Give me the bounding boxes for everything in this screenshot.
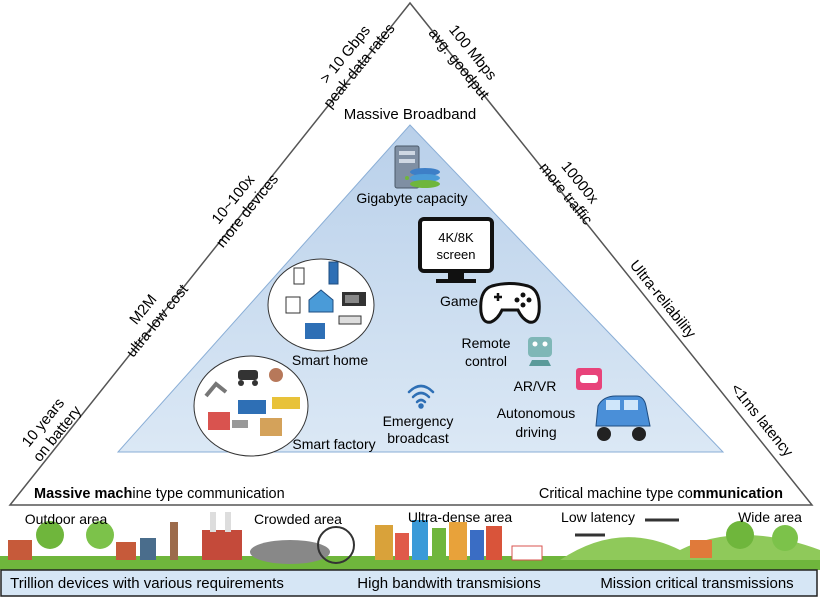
low-latency-label: Low latency xyxy=(561,509,635,525)
gigabyte-capacity-label: Gigabyte capacity xyxy=(356,190,467,206)
emergency-label-1: Emergency xyxy=(383,413,454,429)
arvr-label: AR/VR xyxy=(514,378,557,394)
autonomous-label-2: driving xyxy=(515,424,556,440)
scenery-strip xyxy=(0,512,820,570)
remote-control-label-1: Remote xyxy=(461,335,510,351)
bottom-left-label: Trillion devices with various requiremen… xyxy=(10,575,284,592)
car-icon xyxy=(595,395,651,441)
smart-home-devices-icon xyxy=(285,261,366,339)
ultra-dense-area-label: Ultra-dense area xyxy=(408,509,512,525)
game-label: Game xyxy=(440,293,478,309)
critical-machine-label: Critical machine type communication xyxy=(539,486,783,502)
autonomous-label-1: Autonomous xyxy=(497,405,576,421)
robot-icon xyxy=(528,337,552,366)
outdoor-area-label: Outdoor area xyxy=(25,511,108,527)
bottom-center-label: High bandwith transmisions xyxy=(357,575,540,592)
bottom-right-label: Mission critical transmissions xyxy=(600,575,793,592)
emergency-label-2: broadcast xyxy=(387,430,449,446)
massive-machine-label: Massive machine type communication xyxy=(34,486,285,502)
wide-area-label: Wide area xyxy=(738,509,802,525)
monitor-icon xyxy=(418,217,494,283)
massive-broadband-label: Massive Broadband xyxy=(344,106,477,123)
smart-home-label: Smart home xyxy=(292,352,368,368)
screen-label-line1: 4K/8K xyxy=(438,230,474,245)
crowded-area-label: Crowded area xyxy=(254,511,342,527)
vr-headset-icon xyxy=(576,368,602,390)
wifi-icon xyxy=(407,384,435,409)
bottom-bar xyxy=(0,569,818,597)
server-icon xyxy=(394,145,440,189)
smart-factory-devices-icon xyxy=(204,368,300,436)
smart-factory-label: Smart factory xyxy=(292,436,375,452)
remote-control-label-2: control xyxy=(465,353,507,369)
gamepad-icon xyxy=(479,282,541,324)
screen-label-line2: screen xyxy=(436,247,475,262)
